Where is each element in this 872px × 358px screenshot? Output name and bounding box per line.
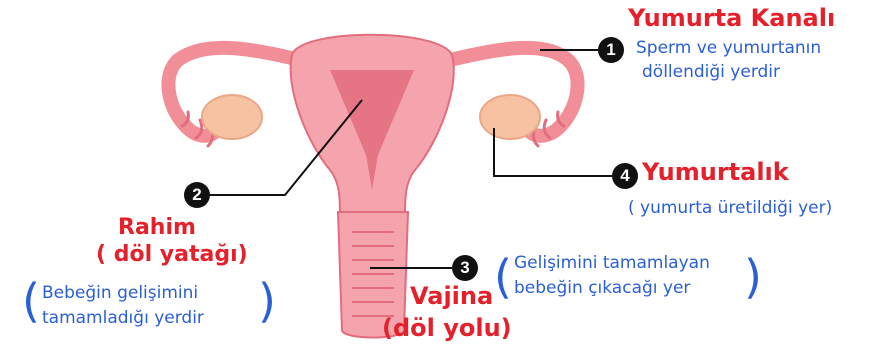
label-name-3: Vajina	[410, 282, 493, 310]
label-note-2-line1: Bebeğin gelişimini	[42, 283, 198, 304]
note-3-close-paren: )	[744, 250, 762, 304]
label-number-2: 2	[184, 182, 210, 208]
label-name-1: Yumurta Kanalı	[628, 4, 835, 32]
label-note-1-line2: döllendiği yerdir	[642, 62, 780, 83]
label-number-3: 3	[452, 255, 478, 281]
right-ovary	[480, 95, 540, 139]
label-name-2: Rahim	[118, 215, 196, 240]
label-number-4: 4	[612, 163, 638, 189]
label-alt-2: ( döl yatağı)	[96, 242, 248, 267]
label-note-2-line2: tamamladığı yerdir	[42, 308, 204, 329]
left-ovary	[202, 95, 262, 139]
label-note-3-line2: bebeğin çıkacağı yer	[514, 278, 690, 299]
note-2-open-paren: (	[22, 274, 40, 328]
label-note-1-line1: Sperm ve yumurtanın	[636, 38, 821, 59]
label-name-4: Yumurtalık	[642, 158, 789, 186]
label-alt-3: (döl yolu)	[382, 314, 512, 342]
label-number-1: 1	[598, 37, 624, 63]
note-3-open-paren: (	[494, 250, 512, 304]
note-2-close-paren: )	[258, 274, 276, 328]
label-note-4: ( yumurta üretildiği yer)	[628, 198, 832, 219]
label-note-3-line1: Gelişimini tamamlayan	[514, 253, 710, 274]
